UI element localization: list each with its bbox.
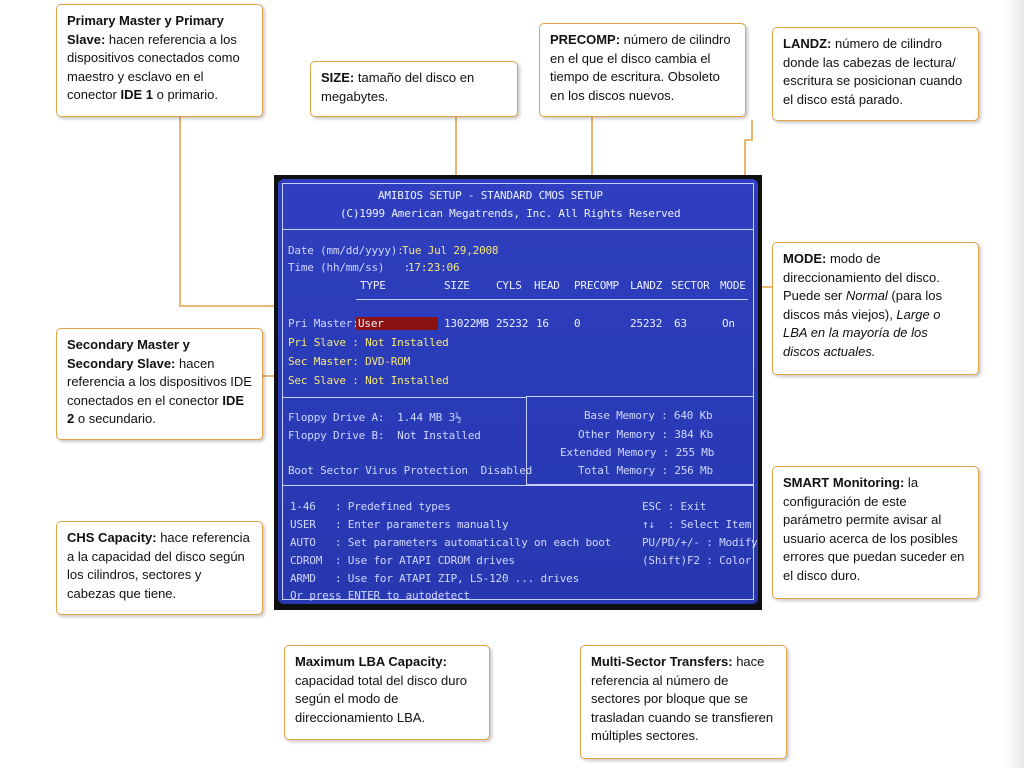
callout-precomp: PRECOMP: número de cilindro en el que el… <box>539 23 746 117</box>
callout-chs-capacity: CHS Capacity: hace referencia a la capac… <box>56 521 263 615</box>
key-line: ↑↓ : Select Item <box>642 518 752 531</box>
pri-master-landz: 25232 <box>630 317 663 330</box>
callout-precomp-text: número de cilindro en el que el disco ca… <box>550 32 731 103</box>
base-memory: Base Memory : 640 Kb <box>584 409 713 422</box>
help-line: CDROM : Use for ATAPI CDROM drives <box>290 554 515 567</box>
help-line: Or press ENTER to autodetect <box>290 589 470 602</box>
callout-smart-monitoring: SMART Monitoring: la configuración de es… <box>772 466 979 599</box>
callout-secondary-title: Secondary Master y Secondary Slave: <box>67 337 190 371</box>
col-header-sector: SECTOR <box>671 279 710 292</box>
bios-copyright: (C)1999 American Megatrends, Inc. All Ri… <box>340 207 681 220</box>
callout-landz-title: LANDZ: <box>783 36 832 51</box>
callout-size-text: tamaño del disco en megabytes. <box>321 70 475 104</box>
extended-memory: Extended Memory : 255 Mb <box>560 446 715 459</box>
bios-header-underline <box>356 299 748 300</box>
callout-secondary-master-slave: Secondary Master y Secondary Slave: hace… <box>56 328 263 440</box>
pri-master-label: Pri Master: <box>288 317 366 330</box>
callout-mode-title: MODE: <box>783 251 827 266</box>
floppy-a-row[interactable]: Floppy Drive A: 1.44 MB 3½ <box>288 411 462 424</box>
help-line: AUTO : Set parameters automatically on e… <box>290 536 612 549</box>
bios-time-label: Time (hh/mm/ss) : <box>288 261 417 274</box>
callout-mode-large-lba: Large o LBA en la mayoría de los discos … <box>783 306 941 359</box>
callout-mode-text2: (para los discos más viejos), <box>783 288 942 322</box>
col-header-cyls: CYLS <box>496 279 522 292</box>
bios-title-divider <box>282 229 754 230</box>
callout-primary-text: hacen referencia a los dispositivos cone… <box>67 31 240 103</box>
pri-master-sector: 63 <box>674 317 687 330</box>
callout-secondary-text2: o secundario. <box>74 411 156 426</box>
callout-landz-text: número de cilindro donde las cabezas de … <box>783 36 963 107</box>
callout-multisector-title: Multi-Sector Transfers: <box>591 654 733 669</box>
boot-sector-row[interactable]: Boot Sector Virus Protection Disabled <box>288 464 533 477</box>
page-edge-shadow <box>1004 0 1024 768</box>
callout-size-title: SIZE: <box>321 70 355 85</box>
col-header-head: HEAD <box>534 279 560 292</box>
col-header-precomp: PRECOMP <box>574 279 619 292</box>
callout-multi-sector-transfers: Multi-Sector Transfers: hace referencia … <box>580 645 787 759</box>
pri-master-cyls: 25232 <box>496 317 529 330</box>
callout-smart-text: la configuración de este parámetro permi… <box>783 475 965 583</box>
col-header-landz: LANDZ <box>630 279 663 292</box>
help-line: ARMD : Use for ATAPI ZIP, LS-120 ... dri… <box>290 572 580 585</box>
callout-mode-text: modo de direccionamiento del disco. Pued… <box>783 251 940 303</box>
bios-outer-frame <box>282 183 754 600</box>
callout-mode: MODE: modo de direccionamiento del disco… <box>772 242 979 375</box>
help-line: USER : Enter parameters manually <box>290 518 509 531</box>
pri-master-size: 13022MB <box>444 317 489 330</box>
callout-chs-title: CHS Capacity: <box>67 530 157 545</box>
callout-secondary-ide: IDE 2 <box>67 392 245 427</box>
callout-size: SIZE: tamaño del disco en megabytes. <box>310 61 518 117</box>
sec-slave-row[interactable]: Sec Slave : Not Installed <box>288 374 449 387</box>
bios-setup-screen: AMIBIOS SETUP - STANDARD CMOS SETUP (C)1… <box>278 179 758 604</box>
pri-master-type-selected[interactable]: User <box>356 317 438 330</box>
callout-lba-text: capacidad total del disco duro según el … <box>295 672 468 725</box>
bios-screen-photo: AMIBIOS SETUP - STANDARD CMOS SETUP (C)1… <box>274 175 762 610</box>
callout-landz: LANDZ: número de cilindro donde las cabe… <box>772 27 979 121</box>
callout-max-lba-capacity: Maximum LBA Capacity: capacidad total de… <box>284 645 490 740</box>
bios-date-value[interactable]: Tue Jul 29,2008 <box>402 244 499 257</box>
leader-primary <box>179 117 282 307</box>
callout-smart-title: SMART Monitoring: <box>783 475 905 490</box>
bios-date-label: Date (mm/dd/yyyy): <box>288 244 411 257</box>
callout-precomp-title: PRECOMP: <box>550 32 621 47</box>
callout-primary-text2: o primario. <box>153 87 219 102</box>
total-memory: Total Memory : 256 Mb <box>578 464 713 477</box>
callout-primary-ide: IDE 1 <box>120 87 153 102</box>
other-memory: Other Memory : 384 Kb <box>578 428 713 441</box>
bios-left-divider <box>282 397 526 398</box>
bios-title: AMIBIOS SETUP - STANDARD CMOS SETUP <box>378 189 603 202</box>
callout-mode-normal: Normal <box>845 288 888 303</box>
bios-time-value[interactable]: 17:23:06 <box>408 261 460 274</box>
pri-slave-row[interactable]: Pri Slave : Not Installed <box>288 336 449 349</box>
pri-master-head: 16 <box>536 317 549 330</box>
bios-help-divider <box>282 485 754 486</box>
key-line: PU/PD/+/- : Modify <box>642 536 758 549</box>
callout-primary-master-slave: Primary Master y Primary Slave: hacen re… <box>56 4 263 117</box>
key-line: (Shift)F2 : Color <box>642 554 752 567</box>
col-header-size: SIZE <box>444 279 470 292</box>
pri-master-mode: On <box>722 317 735 330</box>
callout-chs-text: hace referencia a la capacidad del disco… <box>67 530 250 601</box>
pri-master-precomp: 0 <box>574 317 581 330</box>
memory-box-frame <box>526 396 754 485</box>
callout-lba-title: Maximum LBA Capacity: <box>295 654 447 669</box>
col-header-mode: MODE <box>720 279 746 292</box>
help-line: 1-46 : Predefined types <box>290 500 451 513</box>
sec-master-row[interactable]: Sec Master: DVD-ROM <box>288 355 411 368</box>
callout-primary-title: Primary Master y Primary Slave: <box>67 13 224 47</box>
callout-secondary-text: hacen referencia a los dispositivos IDE … <box>67 355 252 408</box>
callout-multisector-text: hace referencia al número de sectores po… <box>591 654 774 743</box>
floppy-b-row[interactable]: Floppy Drive B: Not Installed <box>288 429 481 442</box>
col-header-type: TYPE <box>360 279 386 292</box>
key-line: ESC : Exit <box>642 500 707 513</box>
